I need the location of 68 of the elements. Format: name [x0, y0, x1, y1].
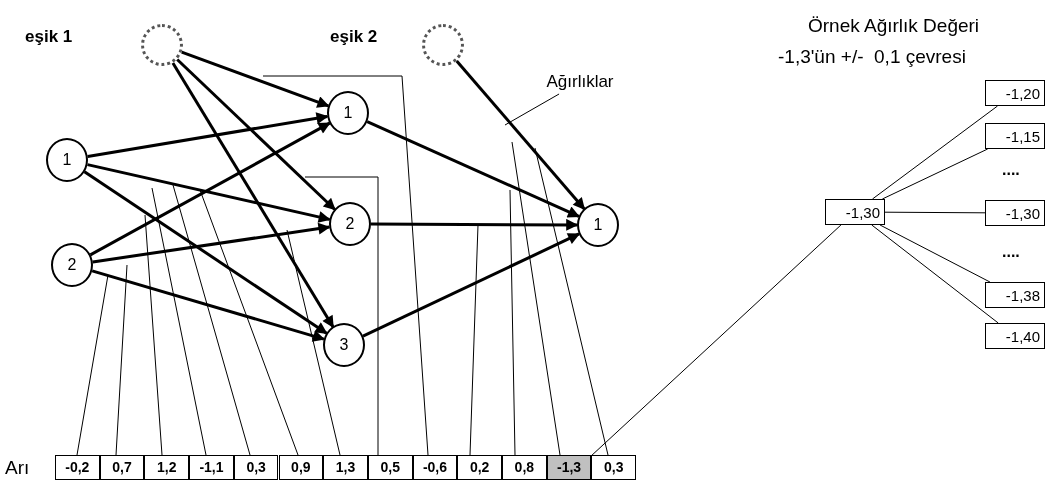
weight-cell: 0,3: [591, 454, 637, 480]
leader-line: [511, 141, 561, 456]
arrow: [92, 222, 331, 264]
weight-cell: 1,3: [323, 454, 368, 480]
leader-line: [151, 187, 207, 456]
leader-line: [172, 184, 251, 456]
bias-circle: [141, 24, 183, 66]
arrow: [371, 218, 579, 231]
value-box: -1,30: [825, 199, 885, 225]
connector-line: [871, 224, 999, 324]
weight-cell: 0,7: [99, 454, 145, 480]
arrow: [181, 50, 330, 108]
neuron-circle: 1: [46, 138, 88, 182]
connector-line: [884, 211, 986, 214]
leader-line: [504, 93, 560, 126]
neuron-circle: 1: [327, 91, 369, 135]
arrow: [89, 121, 331, 257]
value-box: -1,15: [985, 123, 1045, 149]
arrow: [91, 269, 325, 342]
weight-cell: 0,8: [502, 454, 547, 480]
arrow: [366, 120, 580, 218]
weight-cell: -1,1: [189, 454, 234, 480]
weight-cell: 0,9: [278, 454, 324, 480]
weight-cell: -0,2: [55, 454, 100, 480]
weight-cell: 0,2: [457, 454, 502, 480]
arrow: [171, 62, 335, 329]
value-box: -1,38: [985, 282, 1045, 308]
leader-line: [115, 264, 128, 456]
neuron-circle: 2: [329, 202, 371, 246]
neuron-circle: 1: [577, 203, 619, 247]
bias-circle: [422, 24, 464, 66]
row-label: Arı: [5, 458, 30, 477]
value-box: -1,40: [985, 323, 1045, 349]
connector-line: [872, 105, 998, 200]
leader-line: [469, 224, 479, 456]
heading-text: Örnek Ağırlık Değeri: [808, 16, 980, 35]
value-box: -1,30: [985, 200, 1045, 226]
weight-cell: 0,3: [233, 454, 279, 480]
connector-line: [590, 224, 842, 457]
arrow: [176, 58, 336, 211]
arrow: [87, 163, 331, 223]
weight-cell: 1,2: [144, 454, 190, 480]
value-box: -1,20: [985, 80, 1045, 106]
leader-line: [286, 229, 341, 456]
leader-line: [304, 176, 379, 456]
neuron-circle: 3: [323, 323, 365, 367]
weight-cell: -1,3: [546, 454, 592, 480]
leader-line: [144, 214, 163, 456]
ellipsis-text: ....: [1002, 244, 1020, 260]
weight-cell: -0,6: [412, 454, 458, 480]
leader-line: [76, 274, 109, 456]
ellipsis-text: ....: [1002, 162, 1020, 178]
arrow: [83, 170, 328, 335]
heading-text: -1,3'ün +/- 0,1 çevresi: [778, 47, 966, 66]
leader-line: [534, 147, 609, 456]
arrow: [455, 59, 586, 211]
arrow: [87, 112, 329, 158]
neuron-circle: 2: [51, 243, 93, 287]
weight-cell: 0,5: [367, 454, 413, 480]
leader-line: [509, 189, 516, 456]
leader-line: [262, 75, 429, 456]
connector-line: [879, 224, 991, 283]
leader-line: [199, 189, 299, 456]
weights-label: Ağırlıklar: [532, 70, 628, 94]
arrow: [362, 232, 581, 338]
threshold-label: eşik 2: [330, 28, 378, 45]
connector-line: [881, 148, 989, 200]
threshold-label: eşik 1: [25, 28, 73, 45]
